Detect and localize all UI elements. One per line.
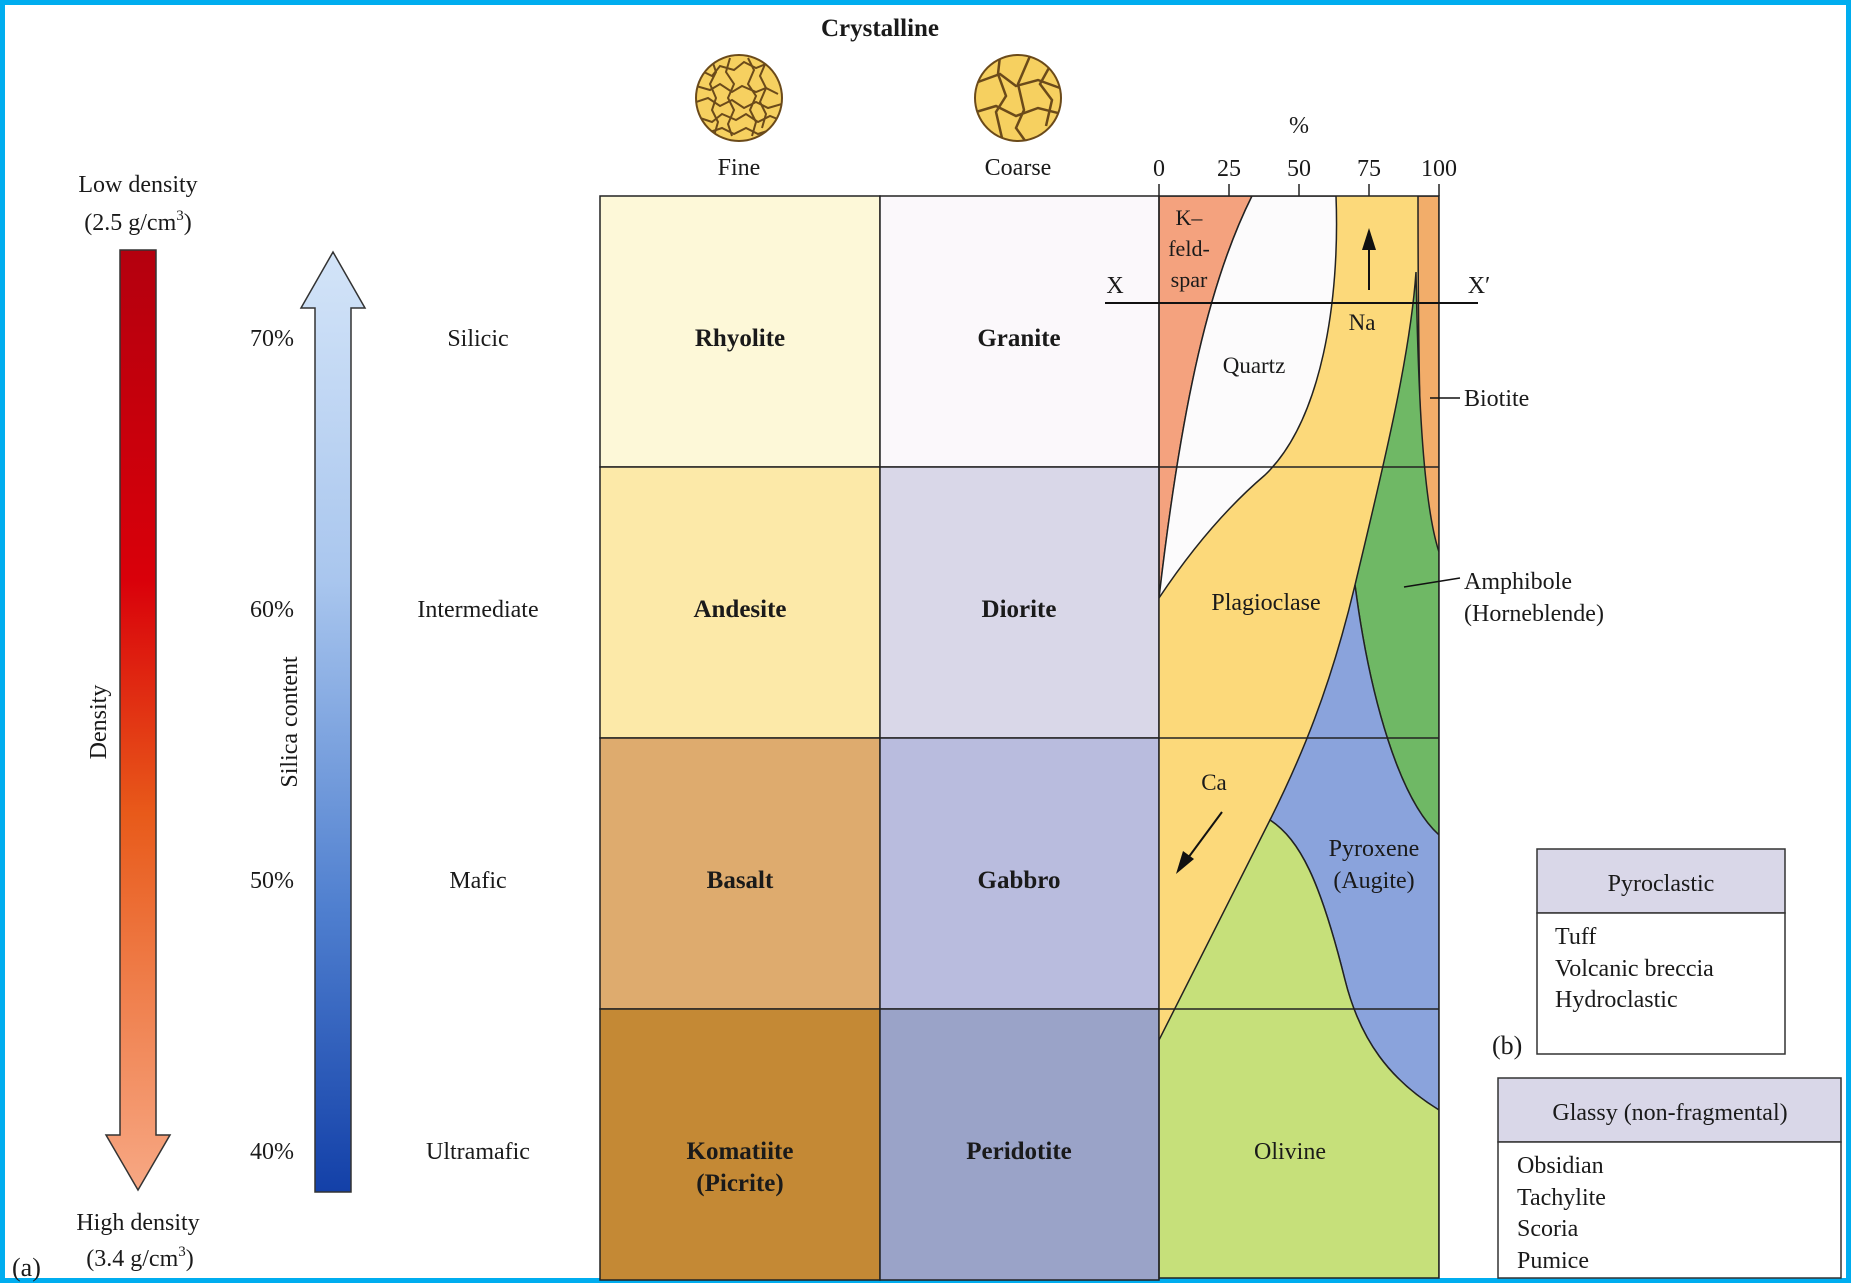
pyroclastic-item-volcanic-breccia: Volcanic breccia [1555, 956, 1714, 982]
augite-label: (Augite) [1333, 868, 1414, 894]
glassy-item-scoria: Scoria [1517, 1216, 1579, 1242]
cell-rhyolite [599, 195, 881, 468]
silica-axis-label: Silica content [277, 656, 303, 788]
pyroxene-label: Pyroxene [1329, 836, 1420, 862]
glassy-item-obsidian: Obsidian [1517, 1153, 1604, 1179]
plagioclase-label: Plagioclase [1211, 590, 1320, 616]
pyroclastic-item-tuff: Tuff [1555, 924, 1596, 950]
silica-tick-70: 70% [250, 326, 294, 352]
panel-a-label: (a) [12, 1253, 41, 1282]
quartz-field [1159, 196, 1338, 599]
rock-peridotite: Peridotite [966, 1138, 1072, 1165]
crystalline-title: Crystalline [821, 15, 939, 42]
rock-gabbro: Gabbro [978, 867, 1061, 894]
low-density-value: (2.5 g/cm3) [84, 208, 191, 236]
rock-basalt: Basalt [707, 867, 774, 894]
cell-granite [879, 195, 1160, 468]
percent-axis-ticks [1158, 184, 1440, 196]
olivine-label: Olivine [1254, 1139, 1326, 1165]
coarse-grain-texture-icon [974, 54, 1062, 142]
cell-andesite [599, 466, 881, 739]
density-axis-label: Density [86, 685, 112, 760]
kfeldspar-label-1: K– [1176, 205, 1204, 230]
fine-grain-texture-icon [695, 54, 783, 142]
high-density-label: High density [76, 1210, 199, 1236]
class-silicic: Silicic [447, 326, 508, 352]
high-density-value: (3.4 g/cm3) [86, 1244, 193, 1272]
rock-diorite: Diorite [982, 596, 1057, 623]
section-x-prime-label: X′ [1468, 273, 1491, 299]
ca-arrow-icon [1176, 811, 1223, 874]
class-ultramafic: Ultramafic [426, 1139, 530, 1165]
percent-tick-50: 50 [1287, 156, 1311, 182]
glassy-title: Glassy (non-fragmental) [1552, 1100, 1787, 1126]
mineral-chart-grid [1158, 195, 1440, 1279]
rock-picrite: (Picrite) [696, 1170, 783, 1197]
cell-diorite [879, 466, 1160, 739]
pyroclastic-box [1536, 848, 1786, 1055]
percent-tick-100: 100 [1421, 156, 1457, 182]
class-mafic: Mafic [449, 868, 506, 894]
low-density-label: Low density [78, 172, 197, 198]
rock-andesite: Andesite [693, 596, 786, 623]
amphibole-leader-line [1403, 577, 1461, 588]
section-x-label: X [1106, 273, 1123, 299]
coarse-column-label: Coarse [985, 155, 1052, 181]
cell-komatiite [599, 1008, 881, 1281]
quartz-label: Quartz [1223, 353, 1286, 378]
percent-tick-75: 75 [1357, 156, 1381, 182]
percent-tick-25: 25 [1217, 156, 1241, 182]
biotite-label: Biotite [1464, 386, 1529, 412]
glassy-box [1497, 1077, 1842, 1279]
cell-basalt [599, 737, 881, 1010]
silica-tick-60: 60% [250, 597, 294, 623]
kfeldspar-label-2: feld- [1168, 236, 1210, 261]
olivine-field [1159, 818, 1439, 1278]
na-arrow-icon [1362, 228, 1376, 290]
cell-peridotite [879, 1008, 1160, 1281]
silica-tick-50: 50% [250, 868, 294, 894]
panel-b-label: (b) [1492, 1031, 1522, 1060]
amphibole-label: Amphibole [1464, 569, 1572, 595]
density-arrow [104, 249, 172, 1192]
horneblende-label: (Horneblende) [1464, 601, 1604, 627]
na-label: Na [1349, 310, 1376, 335]
fine-column-label: Fine [718, 155, 761, 181]
silica-tick-40: 40% [250, 1139, 294, 1165]
class-intermediate: Intermediate [417, 597, 538, 623]
mineral-composition-chart [1159, 196, 1439, 1278]
rock-rhyolite: Rhyolite [695, 325, 785, 352]
pyroclastic-title: Pyroclastic [1608, 871, 1715, 897]
percent-tick-0: 0 [1153, 156, 1165, 182]
glassy-item-tachylite: Tachylite [1517, 1185, 1606, 1211]
glassy-item-pumice: Pumice [1517, 1248, 1589, 1274]
ca-label: Ca [1201, 770, 1227, 795]
pyroclastic-item-hydroclastic: Hydroclastic [1555, 987, 1678, 1013]
rock-komatiite: Komatiite [687, 1138, 794, 1165]
rock-granite: Granite [977, 325, 1060, 352]
cell-gabbro [879, 737, 1160, 1010]
kfeldspar-label-3: spar [1171, 267, 1208, 292]
percent-axis-title: % [1289, 113, 1309, 139]
silica-arrow [299, 250, 367, 1193]
